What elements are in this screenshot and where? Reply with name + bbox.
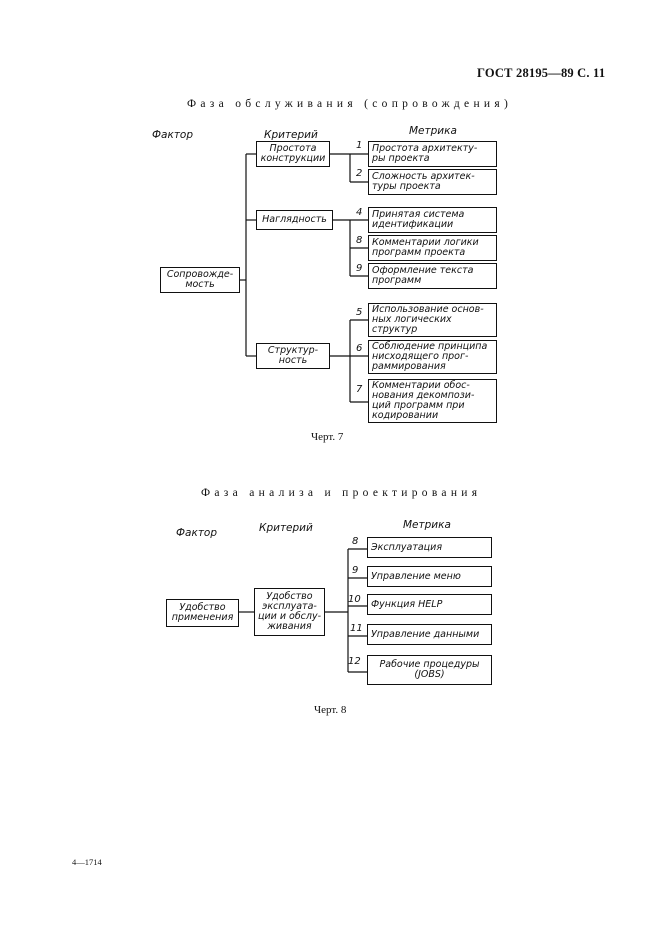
chart7-metric-line: нования декомпози-: [372, 390, 475, 401]
chart7-metric-line: ры проекта: [372, 153, 430, 164]
chart8-caption: Черт. 8: [314, 704, 347, 716]
footer-code: 4—1714: [72, 857, 102, 867]
chart7-metric-number: 7: [356, 384, 363, 395]
chart7-metric-box: Простота архитекту- ры проекта: [368, 141, 497, 167]
chart7-metric-number: 6: [356, 343, 363, 354]
chart8-metric-box: Рабочие процедуры (JOBS): [367, 655, 492, 685]
chart7-metric-line: нисходящего прог-: [372, 351, 469, 362]
chart7-criterion-heading: Критерий: [264, 129, 318, 141]
chart7-metric-box: Комментарии логики программ проекта: [368, 235, 497, 261]
chart8-phase-title: Фаза анализа и проектирования: [201, 487, 482, 499]
chart7-criterion-box: Наглядность: [256, 210, 333, 230]
chart7-metric-line: Использование основ-: [372, 304, 484, 315]
chart7-factor-line: Сопровожде-: [166, 269, 234, 280]
chart8-metric-number: 9: [352, 565, 359, 576]
chart8-criterion-heading: Критерий: [259, 522, 313, 534]
chart8-metric-box: Эксплуатация: [367, 537, 492, 558]
chart7-metric-line: раммирования: [372, 361, 446, 372]
chart7-metric-line: туры проекта: [372, 181, 441, 192]
chart8-metric-box: Управление данными: [367, 624, 492, 645]
chart7-factor-line: мость: [185, 279, 215, 290]
chart7-metric-line: Комментарии логики: [372, 237, 479, 248]
chart7-criterion-line: Наглядность: [262, 214, 327, 225]
chart7-metric-line: Комментарии обос-: [372, 380, 470, 391]
chart8-criterion-line: ции и обслу-: [257, 611, 322, 622]
chart7-criterion-line: Структур-: [267, 345, 319, 356]
chart7-criterion-box: Структур- ность: [256, 343, 330, 369]
chart8-metric-number: 10: [348, 594, 361, 605]
chart8-metric-heading: Метрика: [403, 519, 451, 531]
chart8-metric-number: 12: [348, 656, 361, 667]
chart8-metric-line: Управление меню: [371, 570, 461, 582]
chart8-metric-line: (JOBS): [414, 669, 445, 680]
chart7-criterion-box: Простота конструкции: [256, 141, 330, 167]
chart8-metric-number: 11: [350, 623, 363, 634]
chart8-metric-box: Управление меню: [367, 566, 492, 587]
chart7-metric-line: структур: [372, 324, 418, 335]
chart8-metric-line: Управление данными: [371, 628, 480, 640]
chart7-criterion-line: конструкции: [260, 153, 326, 164]
chart8-metric-line: Функция HELP: [371, 598, 443, 610]
chart8-factor-box: Удобство применения: [166, 599, 239, 627]
page-header-code: ГОСТ 28195—89 С. 11: [477, 66, 606, 80]
chart7-metric-line: кодировании: [372, 410, 439, 421]
chart7-factor-box: Сопровожде- мость: [160, 267, 240, 293]
chart7-metric-box: Комментарии обос- нования декомпози- ций…: [368, 379, 497, 423]
chart8-criterion-box: Удобство эксплуата- ции и обслу- живания: [254, 588, 325, 636]
chart7-factor-heading: Фактор: [152, 129, 194, 141]
chart7-metric-line: программ: [372, 275, 422, 286]
chart8-metric-box: Функция HELP: [367, 594, 492, 615]
chart7-metric-heading: Метрика: [409, 125, 457, 137]
chart7-criterion-line: Простота: [269, 143, 317, 154]
chart7-metric-line: Соблюдение принципа: [372, 341, 488, 352]
chart7-metric-line: идентификации: [372, 219, 454, 230]
chart8-metric-number: 8: [352, 536, 359, 547]
chart7-metric-number: 2: [356, 168, 363, 179]
chart7-metric-number: 5: [356, 307, 363, 318]
chart7-phase-title: Фаза обслуживания (сопровождения): [187, 98, 513, 110]
chart8-metric-line: Рабочие процедуры: [379, 659, 480, 670]
chart8-criterion-line: живания: [267, 621, 312, 632]
chart7-metric-number: 4: [356, 207, 363, 218]
chart7-metric-number: 1: [356, 140, 363, 151]
chart8-factor-heading: Фактор: [176, 527, 218, 539]
chart7-caption: Черт. 7: [311, 431, 344, 443]
chart7-metric-line: Простота архитекту-: [372, 143, 478, 154]
chart7-metric-line: Сложность архитек-: [372, 171, 475, 182]
chart8-factor-line: Удобство: [179, 602, 226, 613]
chart7-metric-number: 9: [356, 263, 363, 274]
chart8-criterion-line: эксплуата-: [262, 601, 317, 612]
chart7-metric-line: Принятая система: [372, 209, 465, 220]
chart7-metric-number: 8: [356, 235, 363, 246]
chart7-metric-line: программ проекта: [372, 247, 466, 258]
chart8-criterion-line: Удобство: [266, 591, 313, 602]
chart7-criterion-line: ность: [278, 355, 308, 366]
chart7-metric-box: Использование основ- ных логических стру…: [368, 303, 497, 337]
chart7-metric-line: ций программ при: [372, 400, 465, 411]
chart7-metric-box: Соблюдение принципа нисходящего прог- ра…: [368, 340, 497, 374]
chart8-metric-line: Эксплуатация: [371, 541, 443, 553]
chart8-factor-line: применения: [171, 612, 234, 623]
chart7-metric-line: ных логических: [372, 314, 452, 325]
chart7-metric-box: Оформление текста программ: [368, 263, 497, 289]
chart7-metric-line: Оформление текста: [372, 265, 474, 276]
chart7-metric-box: Принятая система идентификации: [368, 207, 497, 233]
chart7-metric-box: Сложность архитек- туры проекта: [368, 169, 497, 195]
